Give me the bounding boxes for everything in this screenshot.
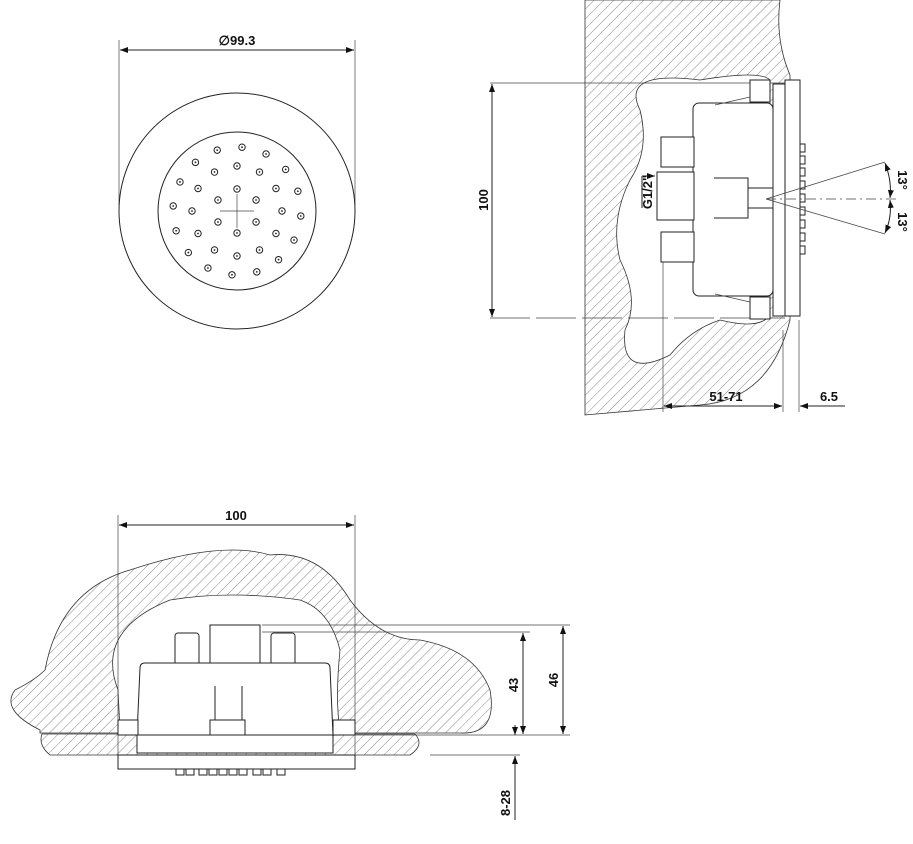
nozzle — [278, 207, 286, 215]
nozzle — [194, 229, 202, 238]
height-43-label: 43 — [506, 678, 521, 692]
nozzle — [184, 248, 193, 257]
bottom-view: 100 43 46 8-28 — [10, 508, 570, 820]
height-46-label: 46 — [546, 673, 561, 687]
nozzle — [799, 245, 806, 255]
nozzle-face — [157, 131, 317, 291]
nozzle — [228, 768, 238, 776]
nozzle — [799, 180, 806, 190]
nozzle — [238, 143, 246, 151]
nozzle — [272, 184, 280, 193]
nozzle — [175, 768, 185, 776]
nozzle — [185, 768, 195, 776]
thread-label: G1/2" — [640, 175, 655, 209]
nozzle-pattern — [169, 143, 305, 279]
nozzle — [276, 768, 286, 776]
mounting-body — [692, 102, 774, 297]
nozzle — [233, 185, 241, 193]
nozzle — [214, 196, 222, 204]
cover-plate — [784, 79, 801, 317]
nozzle — [799, 155, 806, 165]
front-view: ∅99.3 — [118, 33, 356, 330]
nozzle — [204, 264, 212, 272]
protrusion-label: 6.5 — [820, 389, 838, 404]
nozzle — [208, 768, 218, 776]
nozzle — [169, 202, 177, 210]
nozzle — [198, 768, 208, 776]
angle-down-label: 13° — [895, 212, 910, 232]
nozzle — [233, 229, 241, 237]
diameter-label: ∅99.3 — [219, 33, 256, 48]
nozzle — [799, 193, 806, 203]
nozzle — [252, 218, 260, 226]
nozzle — [799, 143, 806, 153]
wall-section-hatch — [584, 0, 791, 416]
nozzle — [799, 219, 806, 229]
mounting-body — [136, 662, 334, 736]
height-label: 100 — [476, 189, 491, 211]
nozzle — [799, 232, 806, 242]
nozzle — [210, 168, 219, 176]
nozzle — [274, 255, 283, 264]
nozzle — [262, 768, 272, 776]
nozzle — [172, 227, 180, 235]
nozzle — [213, 146, 221, 154]
nozzle — [252, 768, 262, 776]
nozzle — [290, 236, 298, 244]
nozzle — [210, 246, 219, 254]
nozzle — [255, 246, 264, 254]
angle-up-label: 13° — [895, 170, 910, 190]
cover-plate — [117, 754, 356, 770]
nozzle — [233, 252, 241, 260]
ceiling-section-hatch — [10, 549, 492, 734]
nozzle — [252, 196, 260, 204]
nozzle — [238, 768, 248, 776]
nozzle — [233, 162, 241, 170]
side-view: 100 G1/2" 13° 13° 51-71 6.5 — [476, 0, 910, 416]
nozzle — [255, 168, 264, 176]
nozzle — [294, 187, 302, 195]
nozzle — [176, 178, 184, 186]
nozzle — [799, 167, 806, 177]
nozzle — [191, 158, 200, 167]
wall-label: 8-28 — [498, 790, 513, 816]
nozzle — [272, 229, 280, 238]
nozzle — [214, 218, 222, 226]
nozzle — [228, 271, 236, 279]
outer-plate — [118, 92, 356, 330]
nozzle — [262, 150, 270, 158]
width-label: 100 — [225, 508, 247, 523]
nozzle — [188, 207, 196, 215]
nozzle — [297, 212, 305, 220]
nozzle — [281, 165, 290, 174]
nozzle — [218, 768, 228, 776]
nozzle — [194, 184, 202, 193]
nozzle — [799, 206, 806, 216]
depth-label: 51-71 — [709, 389, 742, 404]
nozzle — [253, 268, 261, 276]
